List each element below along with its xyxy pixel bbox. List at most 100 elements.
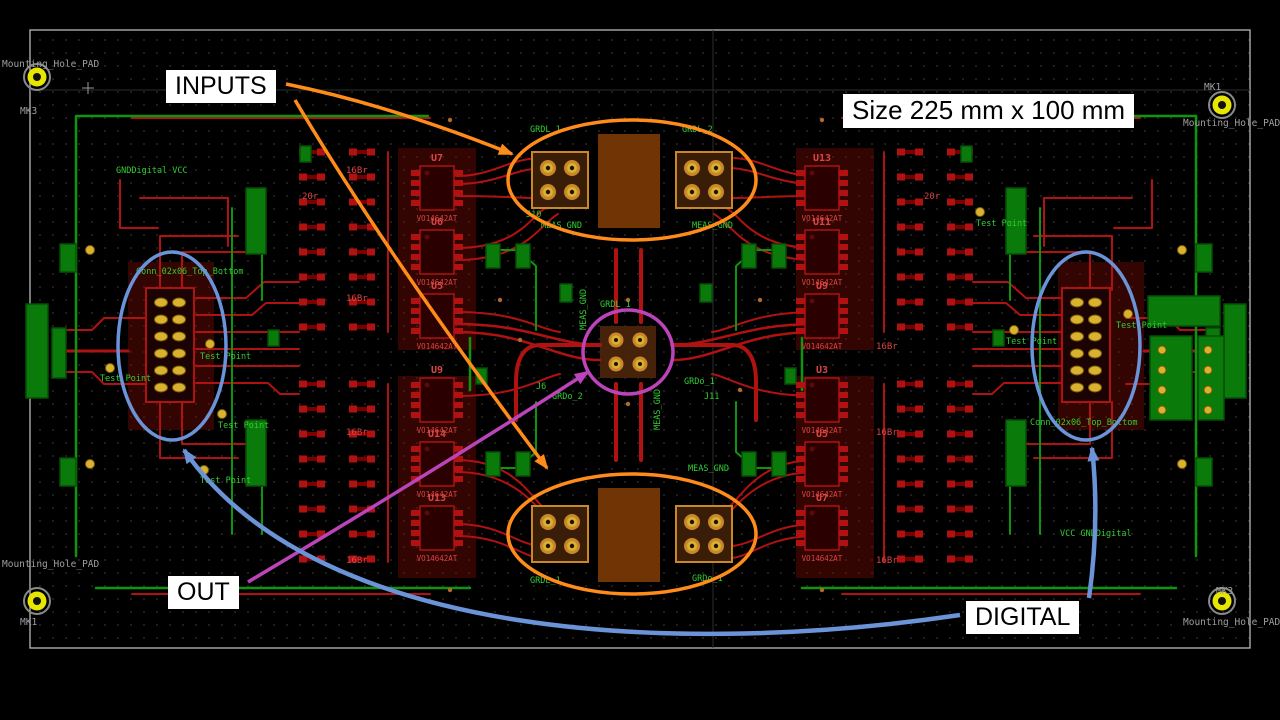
ic-body	[804, 165, 840, 211]
resistor-pad	[317, 148, 325, 156]
resistor-pad	[947, 273, 955, 281]
copper-traces-left	[52, 114, 602, 595]
bottom-side-component	[1195, 457, 1213, 487]
pcb-text: 16Br	[346, 556, 368, 566]
pcb-text: 16Br	[346, 294, 368, 304]
resistor-body	[357, 482, 367, 486]
connector-pad-hole	[713, 519, 719, 525]
connector-pad-hole	[545, 189, 551, 195]
resistor-body	[357, 407, 367, 411]
edge-block-pad	[1203, 385, 1213, 395]
ic-pad	[454, 446, 463, 452]
resistor-body	[905, 275, 915, 279]
ic-pad	[839, 540, 848, 546]
resistor-pad	[897, 148, 905, 156]
resistor-body	[905, 250, 915, 254]
resistor-body	[955, 225, 965, 229]
mounting-hole-drill	[33, 73, 41, 81]
resistor-footprint	[349, 405, 375, 413]
pin-header-pad	[154, 382, 168, 393]
resistor-pad	[299, 223, 307, 231]
resistor-pad	[349, 223, 357, 231]
bottom-side-component	[559, 283, 573, 303]
resistor-footprint	[947, 298, 973, 306]
bottom-side-component	[741, 243, 757, 269]
pcb-text: Mounting_Hole_PAD	[1183, 617, 1280, 628]
bottom-side-component	[741, 451, 757, 477]
resistor-body	[905, 150, 915, 154]
resistor-pad	[367, 248, 375, 256]
resistor-pad	[965, 530, 973, 538]
inputs-highlight-ellipse-top	[506, 118, 758, 242]
resistor-pad	[349, 198, 357, 206]
edge-block-pad	[1157, 345, 1167, 355]
resistor-body	[307, 300, 317, 304]
resistor-footprint	[349, 530, 375, 538]
resistor-pad	[349, 555, 357, 563]
resistor-pad	[915, 430, 923, 438]
ic-pad	[796, 466, 805, 472]
resistor-pad	[897, 405, 905, 413]
ic-body	[419, 377, 455, 423]
resistor-body	[955, 250, 965, 254]
resistor-pad	[299, 430, 307, 438]
resistor-pad	[317, 405, 325, 413]
connector-outline	[675, 505, 733, 563]
resistor-body	[955, 482, 965, 486]
ic-reference: U14	[428, 429, 446, 440]
resistor-footprint	[947, 380, 973, 388]
pcb-text: GRDL_1	[530, 576, 561, 586]
resistor-body	[357, 200, 367, 204]
connector-pad-hole	[545, 165, 551, 171]
pcb-text: GRDo_2	[552, 392, 583, 402]
ic-pad	[839, 510, 848, 516]
resistor-footprint	[349, 380, 375, 388]
pin-header-pad	[1070, 297, 1084, 308]
bottom-side-component	[485, 243, 501, 269]
ic-pad	[796, 530, 805, 536]
ic-pad	[796, 190, 805, 196]
ic-pad	[796, 308, 805, 314]
resistor-body	[955, 300, 965, 304]
connector-pad-hole	[689, 519, 695, 525]
bottom-side-component	[485, 451, 501, 477]
ic-pad	[411, 412, 420, 418]
resistor-body	[307, 532, 317, 536]
resistor-footprint	[349, 148, 375, 156]
ic-pad	[796, 392, 805, 398]
resistor-pad	[299, 455, 307, 463]
pcb-text: GRDL_1	[530, 125, 561, 135]
resistor-pad	[299, 480, 307, 488]
ic-pad	[839, 244, 848, 250]
connector-outline	[531, 505, 589, 563]
ic-pad	[454, 170, 463, 176]
ic-pad	[839, 466, 848, 472]
pcb-text: MEAS_GND	[688, 464, 729, 474]
connector-pad-hole	[713, 165, 719, 171]
resistor-pad	[897, 430, 905, 438]
resistor-footprint	[299, 455, 325, 463]
resistor-body	[357, 557, 367, 561]
resistor-body	[307, 482, 317, 486]
pin-header-pad	[1070, 348, 1084, 359]
resistor-pad	[915, 405, 923, 413]
test-point-pad	[1123, 309, 1133, 319]
ic-pad	[796, 328, 805, 334]
inputs-arrow-top	[285, 82, 514, 156]
resistor-pad	[367, 405, 375, 413]
ic-pad	[454, 190, 463, 196]
ic-part-number: VO14642AT	[417, 342, 458, 351]
pin-header-pad	[172, 297, 186, 308]
resistor-body	[905, 407, 915, 411]
resistor-pad	[349, 298, 357, 306]
resistor-footprint	[299, 505, 325, 513]
pcb-text: Mounting_Hole_PAD	[2, 559, 100, 570]
resistor-body	[307, 275, 317, 279]
mounting-hole-pad-ring	[1208, 587, 1236, 615]
ic-pad	[454, 382, 463, 388]
ic-pin1-mark-icon	[809, 234, 815, 240]
inputs-label: INPUTS	[166, 70, 276, 103]
pcb-text: 16Br	[876, 342, 898, 352]
